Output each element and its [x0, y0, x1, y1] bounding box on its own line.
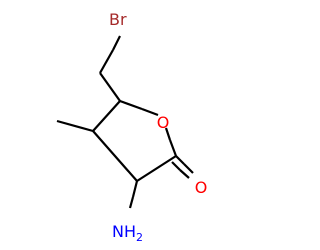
bond-o1-c2-oxygen-half: [164, 127, 172, 141]
molecule-structure: Br O O NH2: [56, 10, 207, 244]
bonds: [56, 35, 194, 209]
bond-c4-methyl: [56, 119, 94, 133]
bond-c3-n-nitrogen-half: [128, 196, 135, 209]
atom-labels: Br O O NH2: [109, 10, 207, 244]
amino-group-label: NH2: [112, 222, 143, 244]
bond-o1-c2-carbon-half: [168, 139, 178, 157]
carbonyl-oxygen-atom-label: O: [195, 178, 208, 197]
bond-c5-o1-oxygen-half: [141, 107, 159, 117]
bond-c2-o-double-carbon-1: [175, 155, 185, 165]
bond-c4-c5: [92, 100, 121, 132]
bond-c2-o-double-carbon-2: [171, 161, 181, 171]
amino-nitrogen-hydrogen-text: NH: [112, 222, 136, 241]
bond-ch2-br-carbon-half: [99, 49, 114, 74]
bond-c3-c4: [92, 130, 138, 182]
bond-c2-o-double-oxygen-1: [183, 163, 194, 174]
ring-oxygen-atom-label: O: [157, 113, 170, 132]
bond-c3-n-carbon-half: [131, 180, 139, 198]
bond-c2-o-double-oxygen-2: [179, 169, 190, 179]
bromine-atom-label: Br: [109, 10, 127, 29]
amino-hydrogen-subscript: 2: [136, 231, 143, 244]
bond-c2-c3: [136, 155, 177, 182]
bond-ch2-c5: [99, 72, 121, 102]
bond-c5-o1-carbon-half: [119, 99, 143, 111]
bond-ch2-br-bromine-half: [112, 35, 121, 51]
